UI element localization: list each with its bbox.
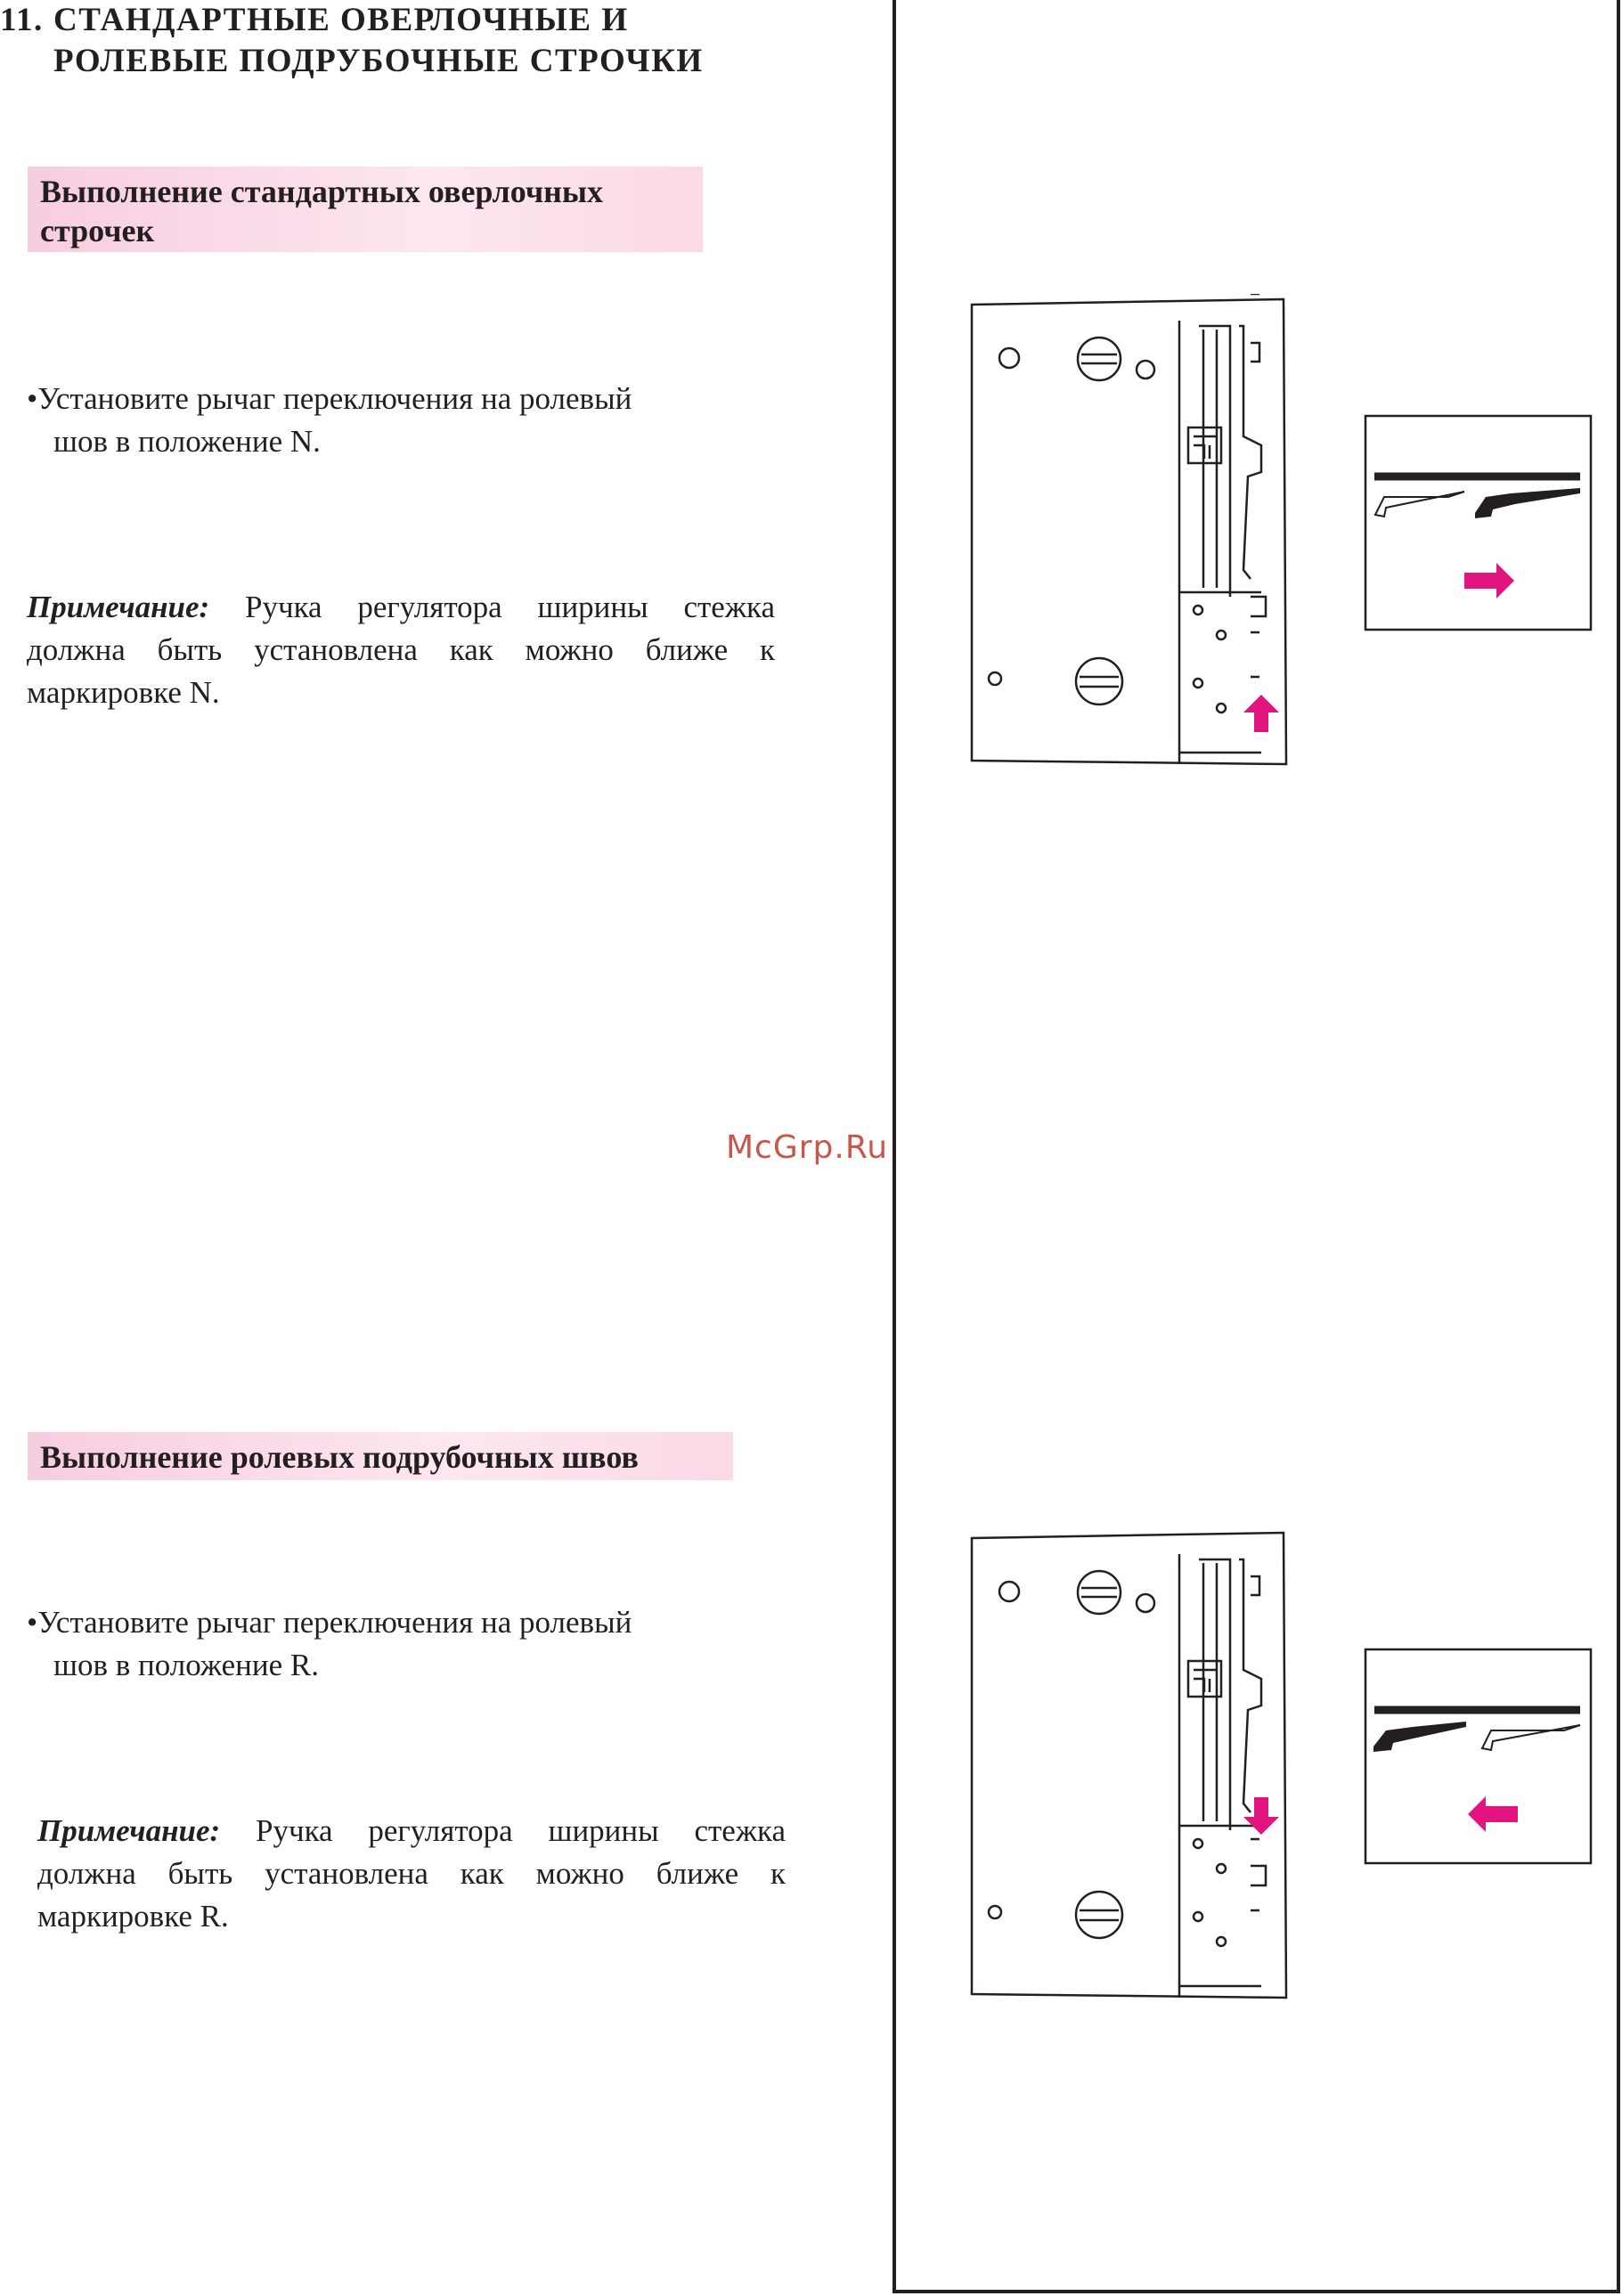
band-line: Выполнение ролевых подрубочных швов <box>40 1439 639 1475</box>
note-overlock: Примечание: Ручка регулятора ширины стеж… <box>27 586 775 714</box>
stitch-plate-diagram-r <box>970 1531 1593 1999</box>
section-number: 11. <box>0 2 44 38</box>
note-line-1: Ручка регулятора ширины стежка <box>256 1813 787 1848</box>
section-heading-rolled-hem: Выполнение ролевых подрубочных швов <box>28 1432 733 1480</box>
instruction-line-1: Установите рычаг переключения на ролевый <box>37 381 632 416</box>
bullet-dot-icon: • <box>27 381 38 416</box>
instruction-line-2: шов в положение R. <box>53 1648 319 1682</box>
note-line-3: маркировке N. <box>27 675 220 710</box>
note-line-1: Ручка регулятора ширины стежка <box>245 590 776 624</box>
note-line-3: маркировке R. <box>37 1899 229 1934</box>
note-line-2: должна быть установлена как можно ближе … <box>27 632 775 667</box>
arrow-left-icon <box>1468 1796 1518 1832</box>
arrow-up-icon <box>1243 695 1279 732</box>
stitch-plate-diagram-n <box>970 294 1593 766</box>
bullet-dot-icon: • <box>27 1605 38 1640</box>
instruction-line-1: Установите рычаг переключения на ролевый <box>37 1605 632 1640</box>
instruction-overlock: •Установите рычаг переключения на ролевы… <box>27 378 632 463</box>
note-rolled-hem: Примечание: Ручка регулятора ширины стеж… <box>37 1810 786 1938</box>
note-line-2: должна быть установлена как можно ближе … <box>37 1856 786 1891</box>
note-label: Примечание: <box>37 1813 221 1848</box>
arrow-down-icon <box>1243 1797 1279 1835</box>
note-label: Примечание: <box>27 590 210 624</box>
title-line-1: СТАНДАРТНЫЕ ОВЕРЛОЧНЫЕ И <box>53 2 629 38</box>
title-line-2: РОЛЕВЫЕ ПОДРУБОЧНЫЕ СТРОЧКИ <box>53 43 704 79</box>
arrow-right-icon <box>1464 563 1514 598</box>
section-heading-overlock: Выполнение стандартных оверлочных строче… <box>28 167 703 252</box>
instruction-rolled-hem: •Установите рычаг переключения на ролевы… <box>27 1601 632 1687</box>
instruction-line-2: шов в положение N. <box>53 424 321 459</box>
illustration-column <box>893 0 1620 2293</box>
band-line-1: Выполнение стандартных оверлочных <box>40 174 603 209</box>
band-line-2: строчек <box>40 213 155 248</box>
watermark: McGrp.Ru <box>726 1129 889 1166</box>
